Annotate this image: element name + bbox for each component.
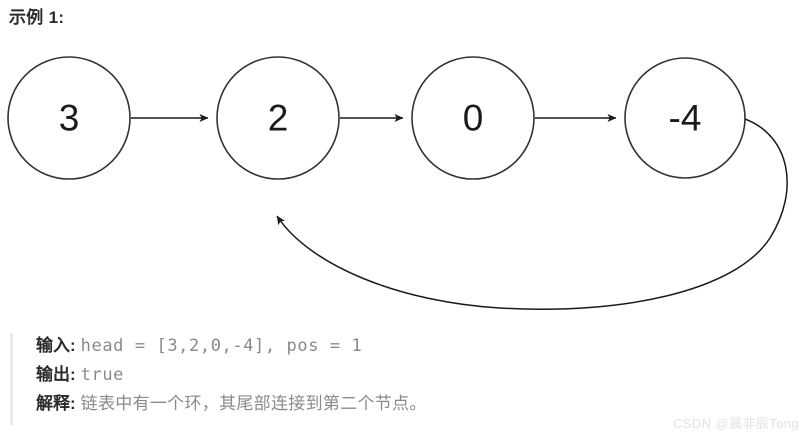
node-circle-3 bbox=[7, 56, 131, 180]
explanation-value-note: 链表中有一个环，其尾部连接到第二个节点。 bbox=[80, 394, 427, 413]
linked-list-diagram: 3 2 0 -4 bbox=[0, 40, 807, 325]
node-label-1: 2 bbox=[268, 98, 289, 139]
node-label-3: -4 bbox=[669, 98, 702, 139]
explanation-key-note: 解释: bbox=[36, 394, 76, 413]
node-label-0: 3 bbox=[59, 98, 80, 139]
node-label-2: 0 bbox=[463, 98, 484, 139]
explanation-key-output: 输出: bbox=[36, 365, 76, 384]
explanation-value-output: true bbox=[80, 365, 125, 385]
explanation-left-rule bbox=[10, 333, 13, 425]
edge-cycle-minus4-to-2 bbox=[276, 118, 788, 310]
explanation-lines: 输入:head = [3,2,0,-4], pos = 1 输出:true 解释… bbox=[36, 331, 807, 418]
explanation-row-output: 输出:true bbox=[36, 360, 807, 389]
diagram-canvas: 3 2 0 -4 bbox=[7, 56, 788, 310]
watermark: CSDN @晨非辰Tong bbox=[672, 416, 799, 431]
page-title: 示例 1: bbox=[9, 8, 65, 27]
explanation-block: 输入:head = [3,2,0,-4], pos = 1 输出:true 解释… bbox=[0, 331, 807, 429]
explanation-row-input: 输入:head = [3,2,0,-4], pos = 1 bbox=[36, 331, 807, 360]
node-circle-2 bbox=[216, 56, 340, 180]
node-circle-minus4 bbox=[624, 57, 746, 179]
explanation-row-note: 解释:链表中有一个环，其尾部连接到第二个节点。 bbox=[36, 389, 807, 418]
explanation-value-input: head = [3,2,0,-4], pos = 1 bbox=[80, 336, 363, 356]
explanation-key-input: 输入: bbox=[36, 336, 76, 355]
node-circle-0 bbox=[411, 56, 535, 180]
